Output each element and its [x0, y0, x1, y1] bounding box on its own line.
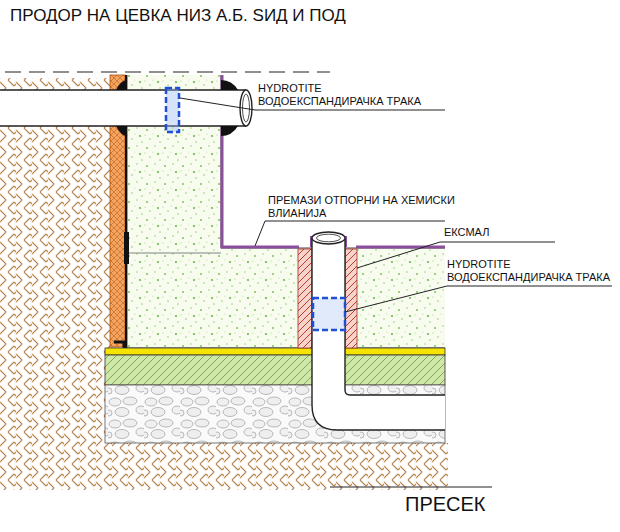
- hydrotite-strip: [166, 88, 179, 132]
- eksmal-sleeve: [345, 249, 357, 348]
- concrete-wall-and-slab: [127, 248, 445, 348]
- waterproof-membrane: [124, 232, 129, 264]
- vertical-pipe: [312, 238, 445, 430]
- vertical-pipe: [312, 238, 445, 430]
- ground-level-line: [5, 72, 330, 73]
- ground-level-line: [5, 71, 330, 72]
- chemical-resistant-coating: [222, 75, 445, 247]
- section-label: ПРЕСЕК: [405, 492, 486, 516]
- soil: [0, 78, 448, 490]
- sealant-fillet: [116, 80, 127, 136]
- callout-label: ПРЕМАЗИ ОТПОРНИ НА ХЕМИСКИ ВЛИАНИЈА: [268, 194, 458, 220]
- drawing-title: ПРОДОР НА ЦЕВКА НИЗ А.Б. ЅИД И ПОД: [10, 6, 346, 26]
- concrete-wall-and-slab: [127, 253, 221, 254]
- vertical-pipe: [312, 232, 345, 244]
- vertical-pipe: [317, 234, 341, 242]
- soil: [105, 443, 448, 490]
- leader-line: [345, 286, 612, 312]
- horizontal-pipe: [0, 90, 252, 126]
- callout-label: HYDROTITE ВОДОЕКСПАНДИРАЧКА ТРАКА: [447, 258, 614, 284]
- leader-line: [180, 98, 612, 487]
- leader-line: [330, 487, 492, 488]
- floor-layers: [105, 348, 445, 355]
- sealant-fillet: [221, 80, 238, 136]
- hydrotite-strip: [313, 298, 345, 330]
- horizontal-pipe: [0, 90, 246, 126]
- sealant-fillet: [116, 80, 238, 136]
- leader-line: [255, 221, 445, 246]
- floor-layers: [105, 355, 445, 385]
- callout-label: HYDROTITE ВОДОЕКСПАНДИРАЧКА ТРАКА: [258, 82, 425, 108]
- eksmal-sleeve: [298, 249, 312, 348]
- chemical-resistant-coating: [222, 75, 445, 247]
- callout-label: ЕКСМАЛ: [444, 226, 489, 239]
- horizontal-pipe: [0, 90, 246, 126]
- soil: [0, 78, 110, 490]
